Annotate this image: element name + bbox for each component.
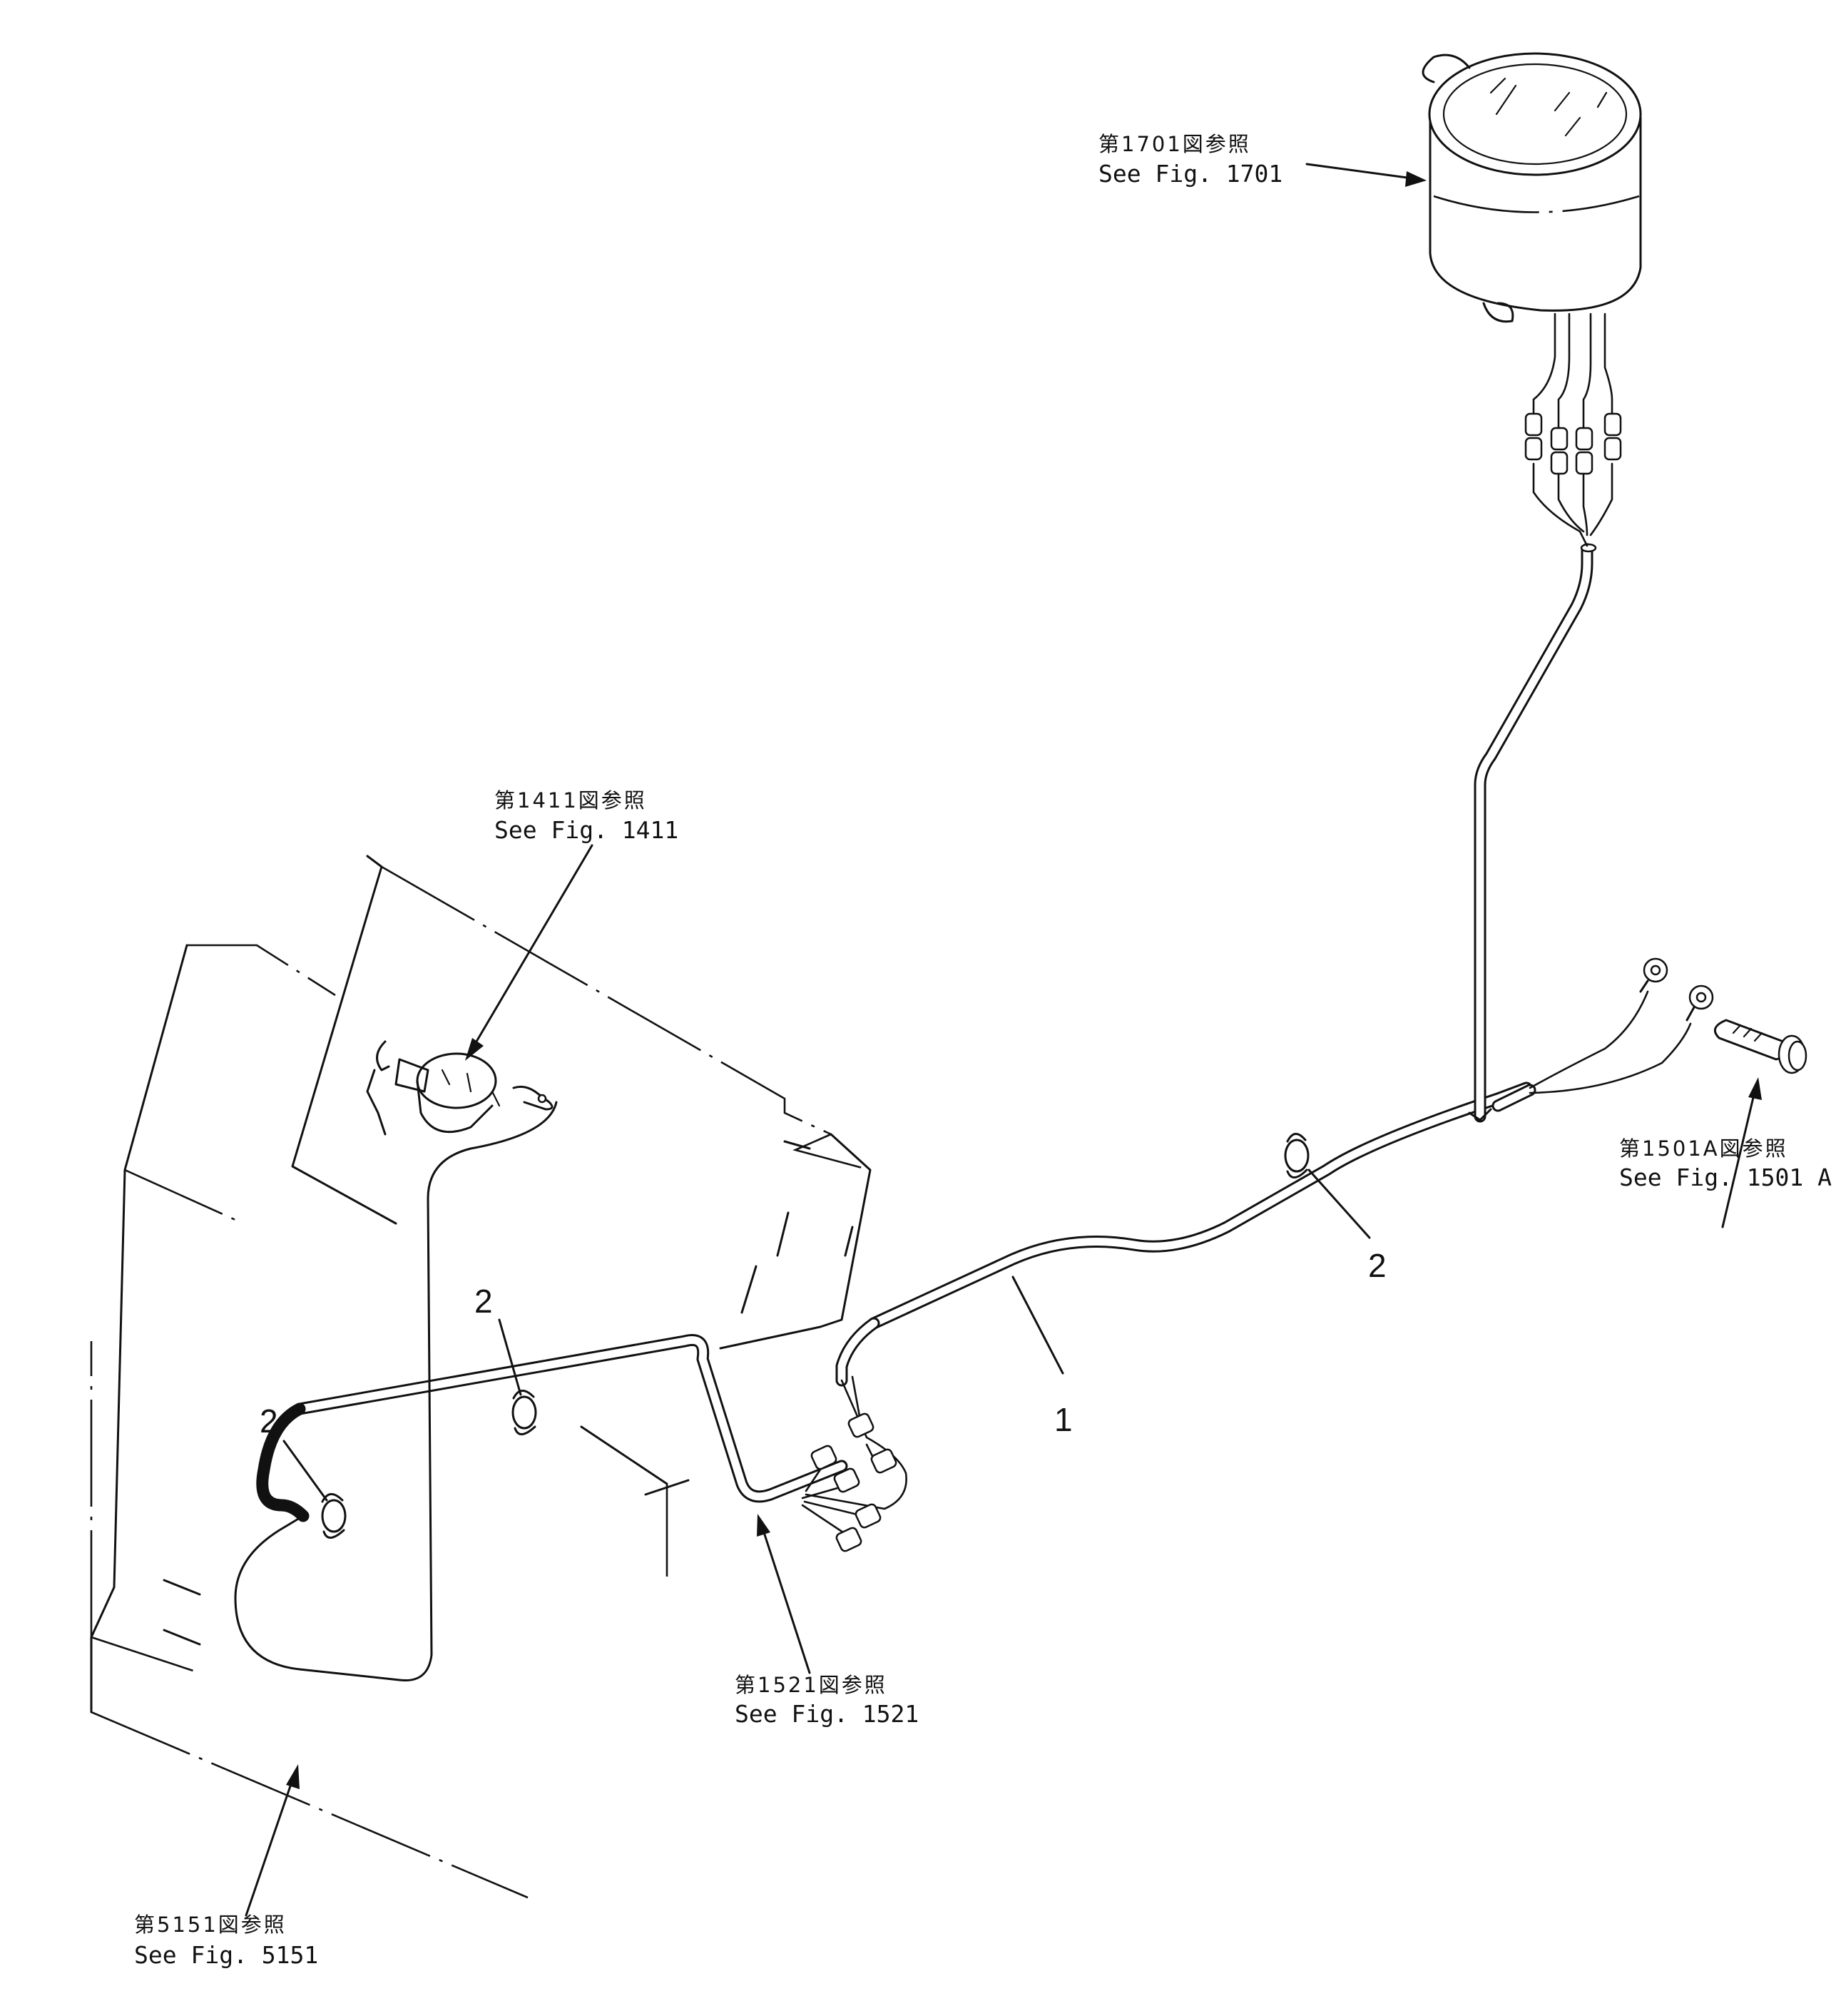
main-harness <box>234 543 1692 1682</box>
bolt-icon <box>1713 1019 1807 1074</box>
ref-gauge: 第1701図参照 See Fig. 1701 <box>1098 132 1282 188</box>
ref-panel-jp: 第5151図参照 <box>134 1913 287 1937</box>
ref-panel-en: See Fig. 5151 <box>134 1941 318 1969</box>
callout-clamp-right: 2 <box>1368 1247 1387 1284</box>
callout-harness: 1 <box>1054 1401 1073 1438</box>
ref-key-switch-jp: 第1411図参照 <box>494 788 647 813</box>
ref-connector-group-jp: 第1521図参照 <box>735 1673 887 1697</box>
clamp-right <box>1284 1133 1310 1178</box>
ref-bolt-en: See Fig. 1501 A <box>1619 1164 1832 1191</box>
panel-housing <box>90 855 872 1899</box>
ref-bolt-jp: 第1501A図参照 <box>1619 1136 1788 1161</box>
ref-connector-group-en: See Fig. 1521 <box>735 1700 919 1728</box>
clamp-left <box>321 1493 347 1539</box>
gauge-icon <box>1422 52 1642 547</box>
ref-connector-group: 第1521図参照 See Fig. 1521 <box>735 1673 919 1728</box>
ref-bolt: 第1501A図参照 See Fig. 1501 A <box>1619 1136 1832 1191</box>
ref-gauge-en: See Fig. 1701 <box>1098 160 1282 188</box>
connector-group-icon <box>801 1375 907 1552</box>
key-switch-icon <box>366 1040 554 1136</box>
callout-clamp-left: 2 <box>260 1402 278 1440</box>
ref-gauge-jp: 第1701図参照 <box>1098 132 1251 156</box>
leader-lines <box>245 163 1762 1917</box>
ref-key-switch: 第1411図参照 See Fig. 1411 <box>494 788 678 844</box>
ring-terminals <box>1639 957 1714 1022</box>
ref-panel: 第5151図参照 See Fig. 5151 <box>134 1913 318 1969</box>
ref-key-switch-en: See Fig. 1411 <box>494 816 678 844</box>
clamp-center <box>511 1390 537 1435</box>
callout-clamp-center: 2 <box>474 1283 493 1320</box>
